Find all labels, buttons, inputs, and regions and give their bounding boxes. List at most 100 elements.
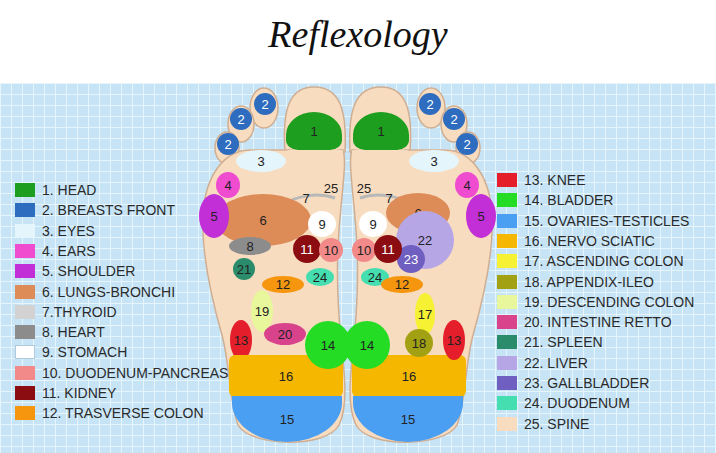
legend-swatch xyxy=(497,173,517,187)
zone-number: 7 xyxy=(302,192,309,205)
reflex-zone: 21 xyxy=(233,258,255,280)
legend-swatch xyxy=(15,183,35,197)
zone-number: 2 xyxy=(463,138,470,151)
legend-label: 19. DESCENDING COLON xyxy=(524,294,694,310)
zone-number: 8 xyxy=(246,240,253,253)
reflex-zone: 25 xyxy=(353,179,375,197)
title: Reflexology xyxy=(0,12,716,56)
reflex-zone: 9 xyxy=(359,211,387,237)
legend-label: 4. EARS xyxy=(42,243,96,259)
legend-swatch xyxy=(497,315,517,329)
legend-label: 18. APPENDIX-ILEO xyxy=(524,274,654,290)
zone-number: 24 xyxy=(368,271,382,284)
legend-swatch xyxy=(497,234,517,248)
zone-number: 21 xyxy=(237,263,251,276)
legend-swatch xyxy=(497,356,517,370)
zone-number: 11 xyxy=(381,243,395,256)
legend-label: 2. BREASTS FRONT xyxy=(42,202,175,218)
legend-swatch xyxy=(15,285,35,299)
zone-number: 9 xyxy=(318,218,325,231)
reflex-zone: 13 xyxy=(443,320,465,360)
legend-swatch xyxy=(15,305,35,319)
reflex-zone: 25 xyxy=(320,179,342,197)
legend-label: 10. DUODENUM-PANCREAS xyxy=(42,365,228,381)
zone-number: 17 xyxy=(418,308,432,321)
zone-number: 20 xyxy=(278,328,292,341)
legend-swatch xyxy=(15,366,35,380)
reflex-zone: 7 xyxy=(379,189,399,207)
zone-number: 25 xyxy=(324,182,338,195)
zone-number: 2 xyxy=(261,98,268,111)
legend-label: 16. NERVO SCIATIC xyxy=(524,233,655,249)
legend-label: 24. DUODENUM xyxy=(524,395,630,411)
reflex-zone: 3 xyxy=(236,150,286,172)
legend-swatch xyxy=(15,386,35,400)
zone-number: 2 xyxy=(224,138,231,151)
zone-number: 23 xyxy=(404,253,418,266)
legend-swatch xyxy=(497,376,517,390)
zone-number: 16 xyxy=(402,370,416,383)
legend-swatch xyxy=(15,264,35,278)
legend-label: 13. KNEE xyxy=(524,172,585,188)
zone-number: 2 xyxy=(450,113,457,126)
legend-swatch xyxy=(497,254,517,268)
reflex-zone: 2 xyxy=(443,108,465,130)
reflex-zone: 2 xyxy=(230,108,252,130)
zone-number: 5 xyxy=(477,210,484,223)
reflex-zone: 2 xyxy=(419,93,441,115)
reflex-zone: 18 xyxy=(405,329,433,357)
legend-swatch xyxy=(497,295,517,309)
reflex-zone: 24 xyxy=(306,268,334,286)
zone-number: 12 xyxy=(395,278,409,291)
legend-swatch xyxy=(15,203,35,217)
reflex-zone: 1 xyxy=(353,112,409,150)
zone-number: 3 xyxy=(430,155,437,168)
zone-number: 24 xyxy=(313,271,327,284)
zone-number: 15 xyxy=(280,413,294,426)
legend-swatch xyxy=(497,335,517,349)
reflex-zone: 11 xyxy=(293,235,321,263)
zone-number: 14 xyxy=(321,339,335,352)
reflex-zone: 3 xyxy=(409,150,459,172)
zone-number: 1 xyxy=(377,125,384,138)
zone-number: 16 xyxy=(279,370,293,383)
reflex-zone: 9 xyxy=(308,211,336,237)
legend-swatch xyxy=(15,345,35,359)
zone-number: 22 xyxy=(418,234,432,247)
reflex-zone: 12 xyxy=(381,276,423,293)
legend-label: 1. HEAD xyxy=(42,182,96,198)
legend-label: 3. EYES xyxy=(42,223,95,239)
zone-number: 10 xyxy=(324,244,338,257)
reflex-zone: 5 xyxy=(466,194,496,238)
legend-swatch xyxy=(15,325,35,339)
reflex-zone: 7 xyxy=(296,189,316,207)
legend-label: 15. OVARIES-TESTICLES xyxy=(524,213,689,229)
zone-number: 12 xyxy=(276,278,290,291)
zone-number: 2 xyxy=(426,98,433,111)
legend-label: 9. STOMACH xyxy=(42,344,127,360)
reflex-zone: 2 xyxy=(456,133,478,155)
reflex-zone: 14 xyxy=(344,321,390,369)
legend-label: 25. SPINE xyxy=(524,416,589,432)
reflex-zone: 12 xyxy=(262,276,304,293)
legend-swatch xyxy=(497,396,517,410)
legend-label: 8. HEART xyxy=(42,324,105,340)
reflex-zone: 4 xyxy=(216,172,240,198)
zone-number: 4 xyxy=(224,179,231,192)
zone-number: 10 xyxy=(357,244,371,257)
zone-number: 19 xyxy=(255,305,269,318)
legend-swatch xyxy=(497,193,517,207)
legend-swatch xyxy=(15,244,35,258)
zone-number: 14 xyxy=(360,339,374,352)
legend-swatch xyxy=(15,406,35,420)
legend-swatch xyxy=(497,214,517,228)
zone-number: 13 xyxy=(447,334,461,347)
zone-number: 18 xyxy=(412,337,426,350)
zone-number: 9 xyxy=(369,218,376,231)
reflex-zone: 20 xyxy=(264,323,306,345)
legend-swatch xyxy=(15,224,35,238)
zone-number: 15 xyxy=(401,413,415,426)
legend-label: 21. SPLEEN xyxy=(524,334,603,350)
reflex-zone: 2 xyxy=(254,93,276,115)
legend-swatch xyxy=(497,275,517,289)
